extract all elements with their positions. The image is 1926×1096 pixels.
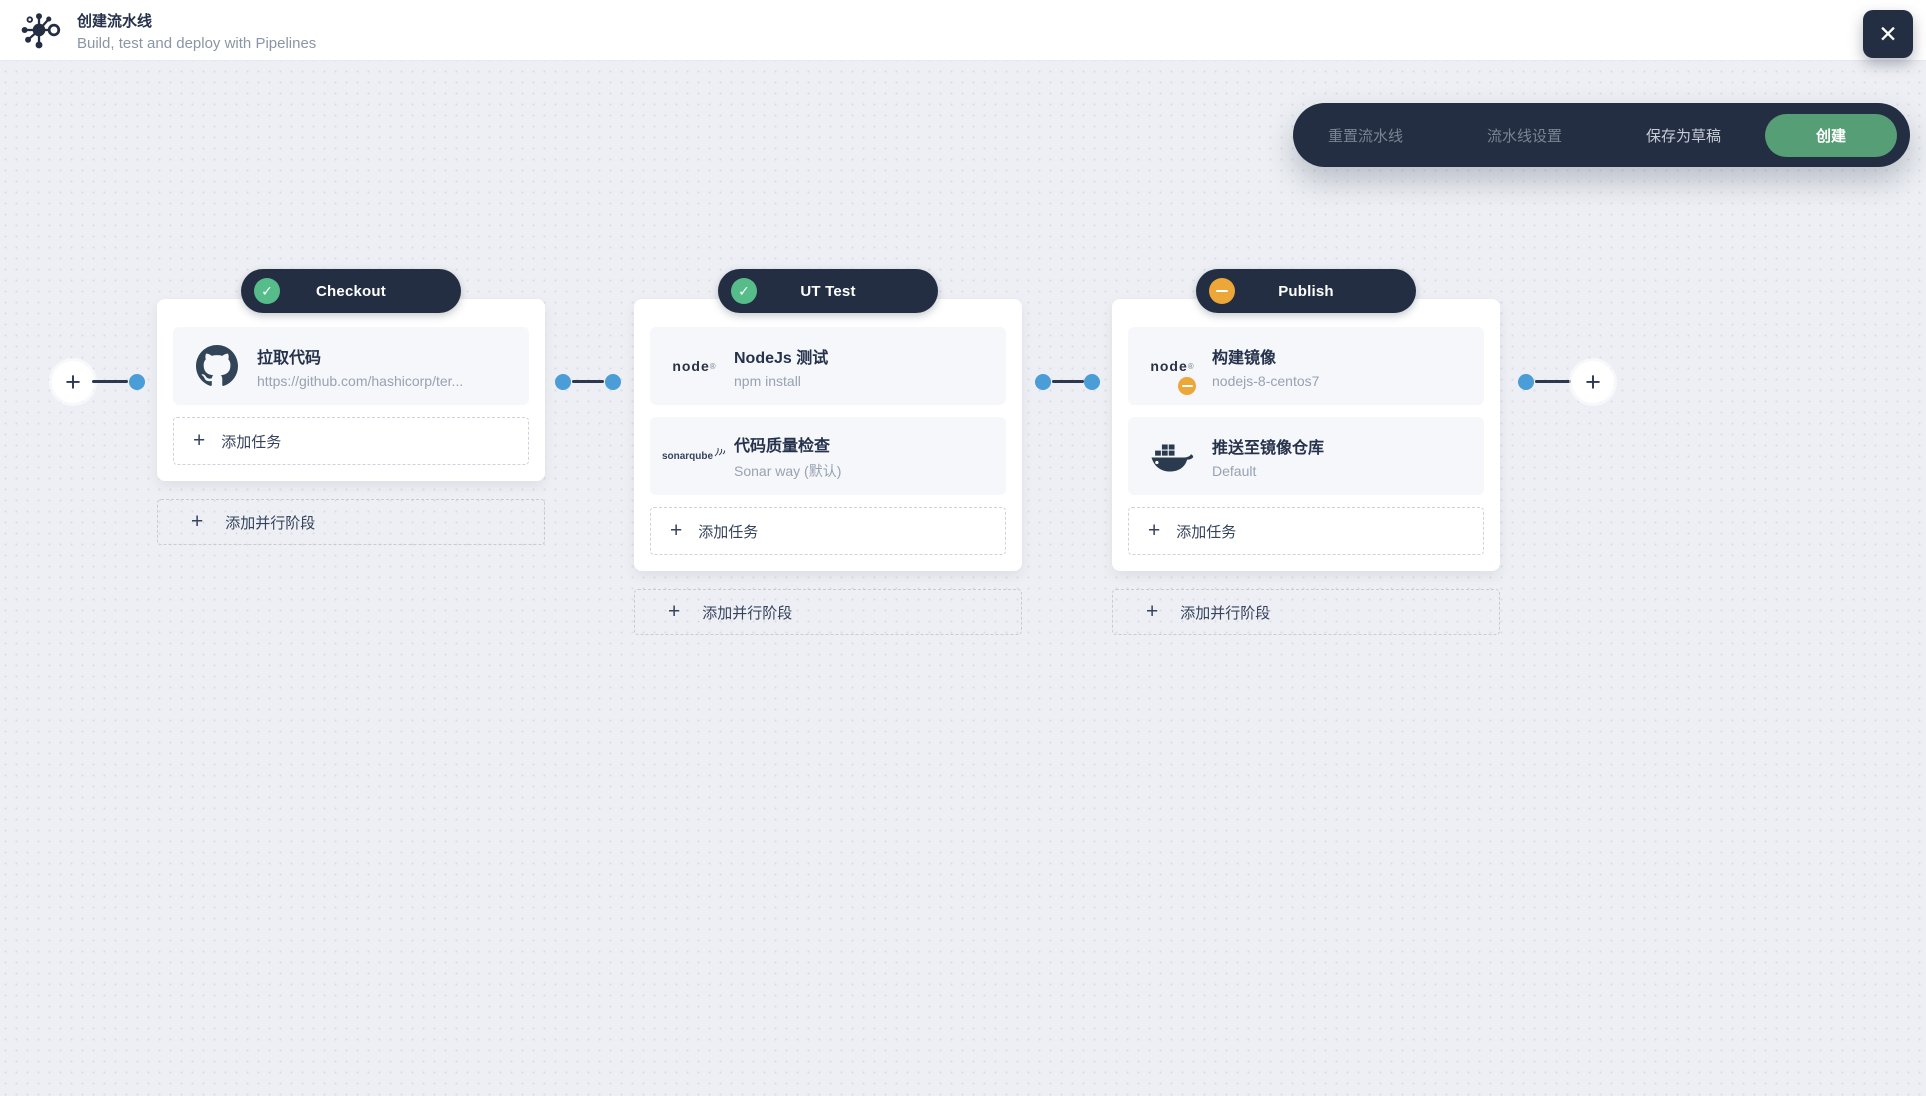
- connector-line: [1535, 380, 1571, 383]
- task-row[interactable]: 推送至镜像仓库 Default: [1128, 417, 1484, 495]
- add-task-button[interactable]: + 添加任务: [1128, 507, 1484, 555]
- stage-card: node® 构建镜像 nodejs-8-centos7: [1112, 299, 1500, 571]
- add-task-button[interactable]: + 添加任务: [650, 507, 1006, 555]
- task-subtitle: npm install: [734, 372, 801, 389]
- task-subtitle: Default: [1212, 462, 1257, 479]
- task-subtitle: nodejs-8-centos7: [1212, 372, 1320, 389]
- task-subtitle: Sonar way (默认): [734, 462, 842, 479]
- connector-dot: [1518, 374, 1534, 390]
- task-row[interactable]: node® 构建镜像 nodejs-8-centos7: [1128, 327, 1484, 405]
- connector-line: [1052, 380, 1084, 383]
- plus-icon: +: [65, 366, 81, 397]
- nodejs-icon: node®: [1150, 358, 1194, 374]
- task-row[interactable]: node® NodeJs 测试 npm install: [650, 327, 1006, 405]
- pipeline-settings-button[interactable]: 流水线设置: [1481, 124, 1568, 147]
- plus-icon: +: [670, 518, 683, 542]
- add-task-button[interactable]: + 添加任务: [173, 417, 529, 465]
- github-icon: [196, 345, 238, 386]
- create-button[interactable]: 创建: [1765, 113, 1897, 157]
- stage-header[interactable]: ✓ UT Test: [718, 269, 938, 313]
- sonarqube-icon: sonarqube: [662, 447, 726, 462]
- status-paused-icon: [1209, 278, 1235, 304]
- add-stage-button-right[interactable]: +: [1572, 361, 1614, 403]
- toolbar: 重置流水线 流水线设置 保存为草稿 创建: [1293, 103, 1910, 167]
- status-success-icon: ✓: [731, 278, 757, 304]
- connector-dot: [555, 374, 571, 390]
- stage-header[interactable]: Publish: [1196, 269, 1416, 313]
- plus-icon: +: [193, 428, 206, 452]
- stage-card: 拉取代码 https://github.com/hashicorp/ter...…: [157, 299, 545, 481]
- pipeline-logo-icon: [21, 13, 61, 49]
- stage-card: node® NodeJs 测试 npm install sonarqube: [634, 299, 1022, 571]
- close-button[interactable]: ✕: [1863, 10, 1913, 58]
- stage-column-checkout: ✓ Checkout 拉取代码 https://github.com/hashi…: [157, 269, 545, 545]
- connector-line: [572, 380, 604, 383]
- task-row[interactable]: 拉取代码 https://github.com/hashicorp/ter...: [173, 327, 529, 405]
- close-icon: ✕: [1878, 20, 1898, 47]
- docker-icon: [1151, 444, 1194, 472]
- task-title: 代码质量检查: [734, 437, 831, 455]
- status-success-icon: ✓: [254, 278, 280, 304]
- page-title: 创建流水线: [77, 13, 153, 30]
- paused-badge-icon: [1176, 375, 1198, 397]
- plus-icon: +: [191, 509, 204, 533]
- plus-icon: +: [1148, 518, 1161, 542]
- task-subtitle: https://github.com/hashicorp/ter...: [257, 372, 464, 389]
- connector-dot: [1084, 374, 1100, 390]
- connector-dot: [605, 374, 621, 390]
- stage-header[interactable]: ✓ Checkout: [241, 269, 461, 313]
- connector-line: [92, 380, 128, 383]
- nodejs-icon: node®: [672, 358, 716, 374]
- connector-dot: [129, 374, 145, 390]
- add-stage-button-left[interactable]: +: [52, 361, 94, 403]
- stage-name: Publish: [1278, 282, 1334, 300]
- task-title: 构建镜像: [1212, 349, 1277, 367]
- header: 创建流水线 Build, test and deploy with Pipeli…: [0, 0, 1926, 61]
- save-draft-button[interactable]: 保存为草稿: [1640, 124, 1727, 147]
- add-parallel-stage-button[interactable]: + 添加并行阶段: [634, 589, 1022, 635]
- stage-name: UT Test: [800, 282, 856, 300]
- stage-column-publish: Publish node® 构建镜像 nodejs-8-centos7: [1112, 269, 1500, 635]
- task-title: NodeJs 测试: [734, 349, 829, 367]
- task-row[interactable]: sonarqube 代码质量检查 Sonar way (默认): [650, 417, 1006, 495]
- task-title: 推送至镜像仓库: [1212, 439, 1325, 457]
- plus-icon: +: [1585, 366, 1601, 397]
- stage-name: Checkout: [316, 282, 386, 300]
- add-parallel-stage-button[interactable]: + 添加并行阶段: [1112, 589, 1500, 635]
- connector-dot: [1035, 374, 1051, 390]
- plus-icon: +: [668, 599, 681, 623]
- add-parallel-stage-button[interactable]: + 添加并行阶段: [157, 499, 545, 545]
- stage-column-ut-test: ✓ UT Test node® NodeJs 测试 npm install so…: [634, 269, 1022, 635]
- task-title: 拉取代码: [257, 349, 322, 367]
- plus-icon: +: [1146, 599, 1159, 623]
- reset-pipeline-button[interactable]: 重置流水线: [1322, 124, 1409, 147]
- page-subtitle: Build, test and deploy with Pipelines: [77, 35, 317, 52]
